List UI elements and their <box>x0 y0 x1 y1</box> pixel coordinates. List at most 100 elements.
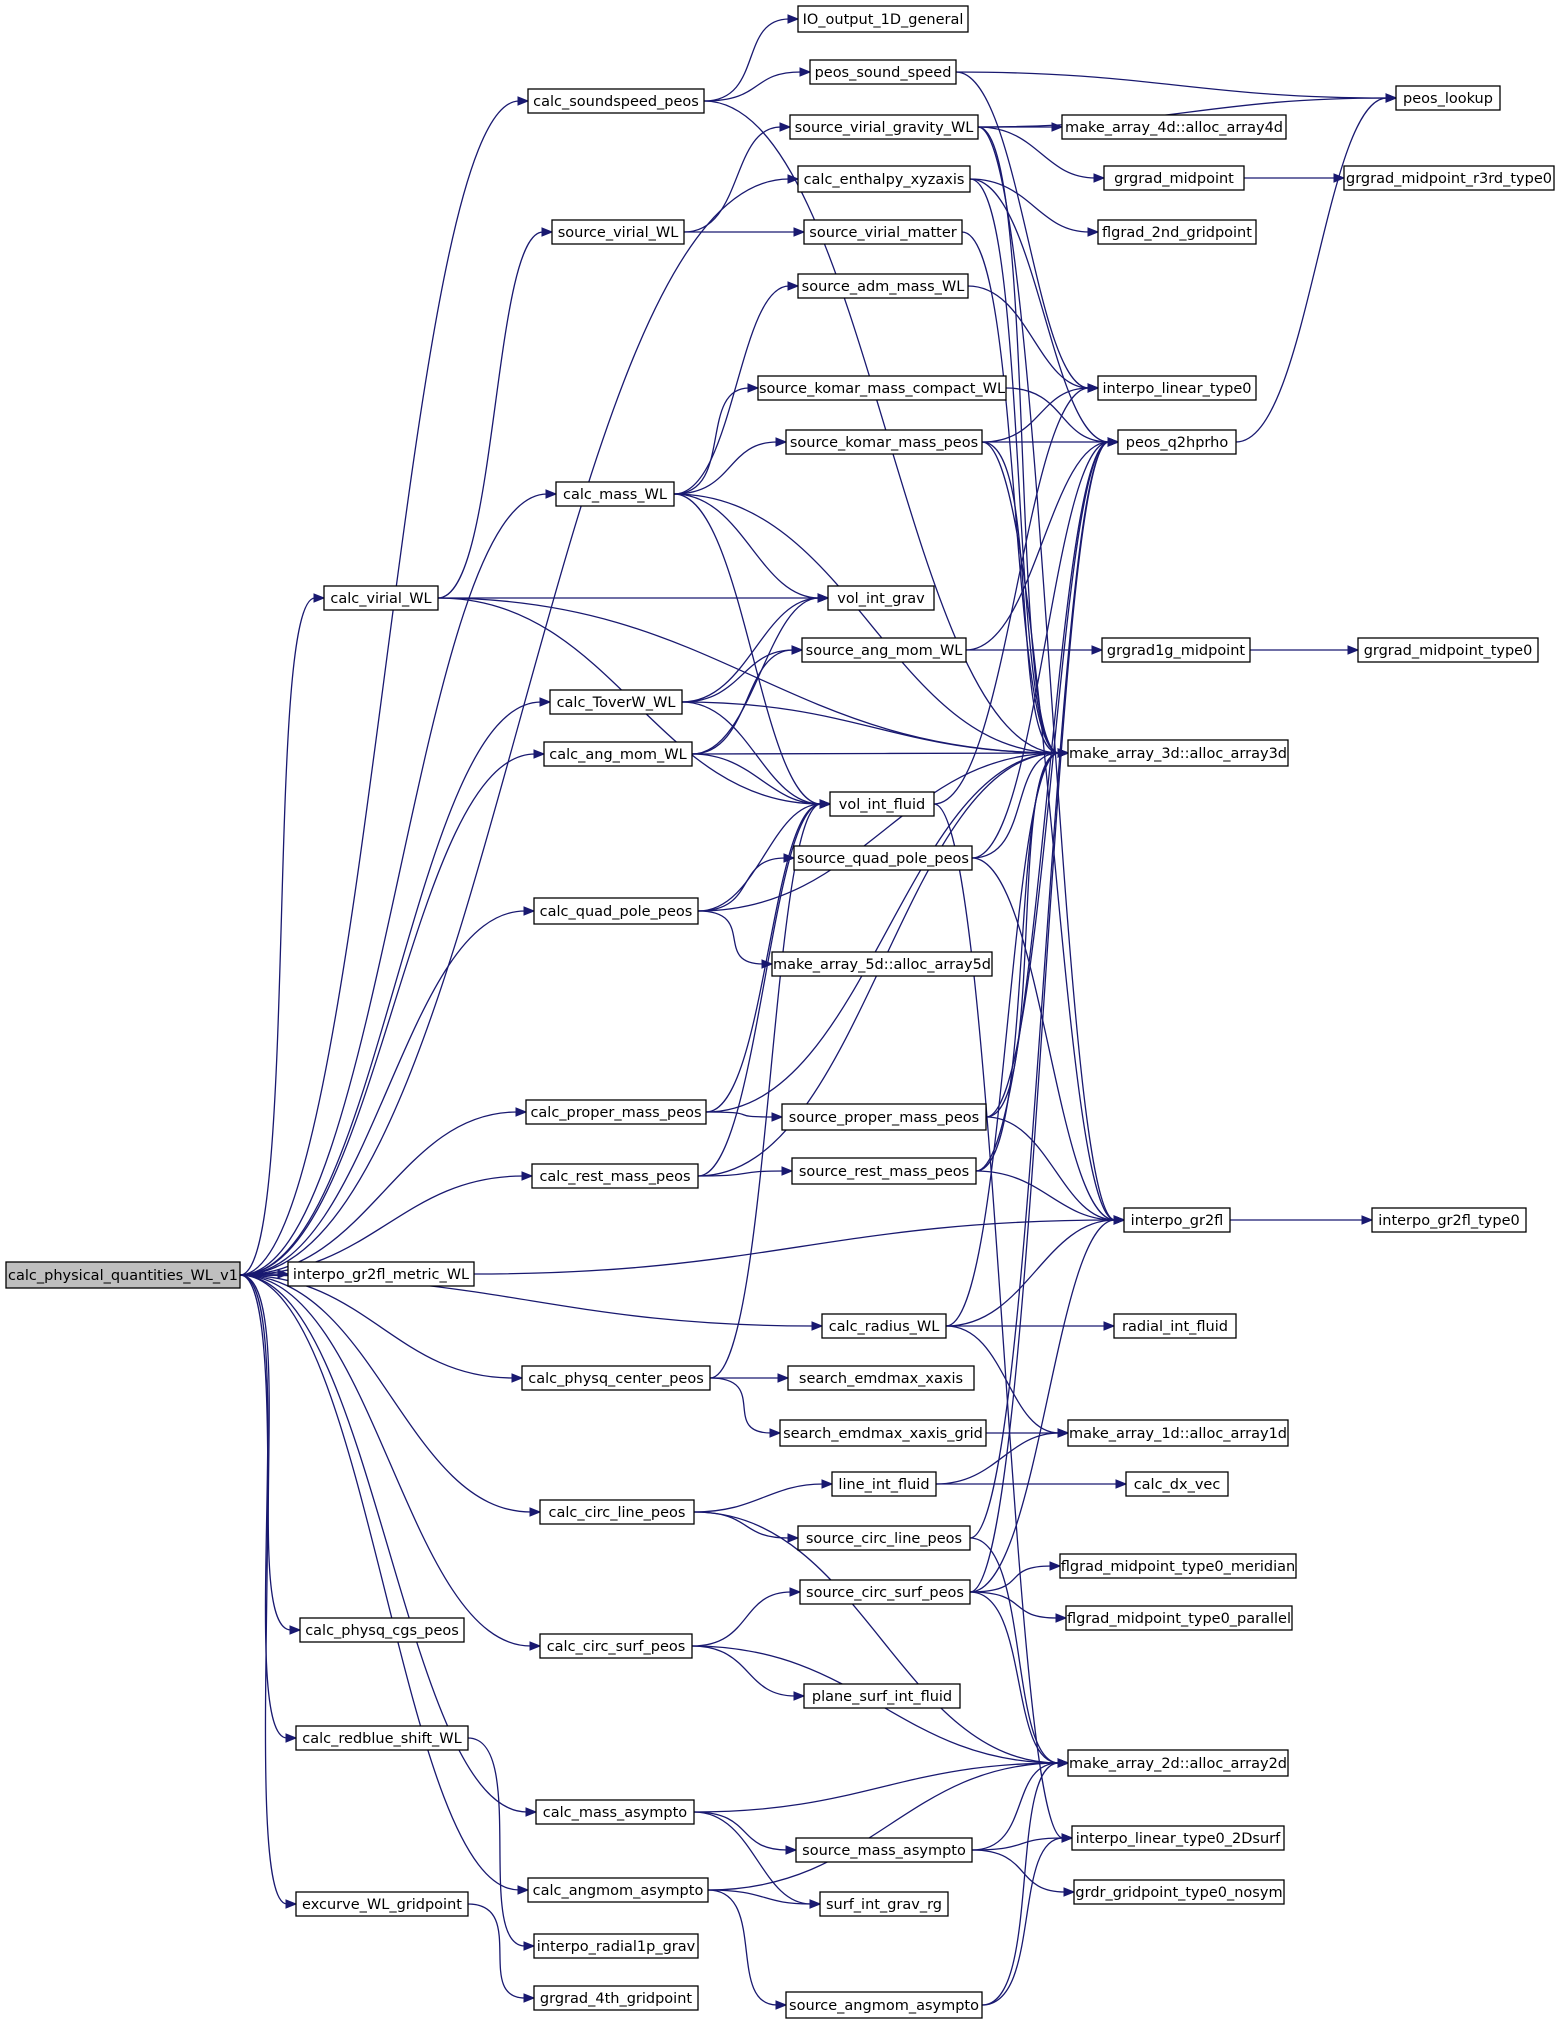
graph-node-source-circ-line-peos[interactable]: source_circ_line_peos <box>797 1525 971 1551</box>
graph-node-make-array-2d[interactable]: make_array_2d::alloc_array2d <box>1067 1749 1289 1777</box>
graph-node-calc-radius-wl[interactable]: calc_radius_WL <box>821 1313 947 1339</box>
graph-node-vol-int-fluid[interactable]: vol_int_fluid <box>829 791 935 817</box>
node-label: flgrad_2nd_gridpoint <box>1102 225 1252 241</box>
graph-node-excurve-wl-gridpoint[interactable]: excurve_WL_gridpoint <box>295 1891 469 1917</box>
graph-node-search-emdmax-xaxis[interactable]: search_emdmax_xaxis <box>787 1365 975 1391</box>
graph-node-calc-enthalpy-xyzaxis[interactable]: calc_enthalpy_xyzaxis <box>797 165 971 193</box>
graph-node-interpo-gr2fl-type0[interactable]: interpo_gr2fl_type0 <box>1371 1207 1527 1233</box>
graph-node-peos-q2hprho[interactable]: peos_q2hprho <box>1117 429 1237 455</box>
graph-node-grgrad-midpoint[interactable]: grgrad_midpoint <box>1103 165 1245 191</box>
graph-node-grgrad-midpoint-type0[interactable]: grgrad_midpoint_type0 <box>1357 637 1539 663</box>
edge-interpo-gr2fl-to-interpo-gr2fl-type0 <box>1230 1215 1374 1225</box>
graph-node-calc-soundspeed-peos[interactable]: calc_soundspeed_peos <box>527 88 705 114</box>
arrowhead <box>1107 437 1120 447</box>
edge-calc-mass-wl-to-vol-int-grav <box>673 493 830 603</box>
graph-node-peos-sound-speed[interactable]: peos_sound_speed <box>809 59 957 85</box>
node-label: source_mass_asympto <box>802 1843 966 1859</box>
graph-node-grgrad-4th-gridpoint[interactable]: grgrad_4th_gridpoint <box>533 1985 699 2011</box>
arrowhead <box>781 1166 794 1176</box>
arrowhead <box>523 1993 536 2003</box>
graph-node-io-output-1d-general[interactable]: IO_output_1D_general <box>797 5 969 33</box>
graph-node-plane-surf-int-fluid[interactable]: plane_surf_int_fluid <box>803 1683 961 1709</box>
edge-line <box>681 701 1060 754</box>
graph-node-interpo-radial1p-grav[interactable]: interpo_radial1p_grav <box>533 1933 699 1959</box>
graph-node-calc-circ-surf-peos[interactable]: calc_circ_surf_peos <box>539 1633 693 1659</box>
edge-line <box>969 178 1110 443</box>
edge-calc-angmom-asympto-to-source-angmom-asympto <box>707 1889 788 2010</box>
graph-node-calc-physq-center-peos[interactable]: calc_physq_center_peos <box>521 1365 711 1391</box>
graph-node-calc-toverw-wl[interactable]: calc_ToverW_WL <box>549 689 683 715</box>
graph-node-interpo-linear-type0-2dsurf[interactable]: interpo_linear_type0_2Dsurf <box>1071 1825 1285 1851</box>
arrowhead <box>289 1625 302 1635</box>
graph-node-source-quad-pole-peos[interactable]: source_quad_pole_peos <box>793 845 973 871</box>
graph-node-source-proper-mass-peos[interactable]: source_proper_mass_peos <box>781 1103 987 1131</box>
graph-node-calc-rest-mass-peos[interactable]: calc_rest_mass_peos <box>531 1163 699 1189</box>
node-label: flgrad_midpoint_type0_parallel <box>1067 1611 1291 1627</box>
graph-node-radial-int-fluid[interactable]: radial_int_fluid <box>1113 1313 1237 1339</box>
edge-calc-circ-line-peos-to-line-int-fluid <box>693 1479 834 1513</box>
graph-node-flgrad-midpoint-type0-meridian[interactable]: flgrad_midpoint_type0_meridian <box>1059 1553 1297 1579</box>
edge-line <box>969 1219 1116 1593</box>
graph-node-calc-redblue-shift-wl[interactable]: calc_redblue_shift_WL <box>295 1725 469 1751</box>
graph-node-peos-lookup[interactable]: peos_lookup <box>1395 85 1501 111</box>
graph-node-grgrad-midpoint-r3rd-type0[interactable]: grgrad_midpoint_r3rd_type0 <box>1343 165 1555 191</box>
edge-calc-rest-mass-peos-to-source-rest-mass-peos <box>697 1166 794 1177</box>
graph-node-interpo-gr2fl[interactable]: interpo_gr2fl <box>1123 1207 1231 1233</box>
graph-node-calc-proper-mass-peos[interactable]: calc_proper_mass_peos <box>525 1099 707 1125</box>
edge-calc-physical-quantities-wl-v1-to-calc-proper-mass-peos <box>239 1107 528 1276</box>
graph-node-flgrad-2nd-gridpoint[interactable]: flgrad_2nd_gridpoint <box>1097 219 1257 245</box>
graph-node-make-array-1d[interactable]: make_array_1d::alloc_array1d <box>1067 1419 1289 1447</box>
graph-node-flgrad-midpoint-type0-parallel[interactable]: flgrad_midpoint_type0_parallel <box>1065 1605 1293 1631</box>
graph-node-calc-quad-pole-peos[interactable]: calc_quad_pole_peos <box>533 897 699 925</box>
arrowhead <box>539 697 552 707</box>
graph-node-surf-int-grav-rg[interactable]: surf_int_grav_rg <box>819 1891 949 1917</box>
graph-node-interpo-gr2fl-metric-wl[interactable]: interpo_gr2fl_metric_WL <box>287 1261 475 1287</box>
graph-node-calc-physq-cgs-peos[interactable]: calc_physq_cgs_peos <box>299 1617 465 1643</box>
node-label: search_emdmax_xaxis_grid <box>783 1426 983 1442</box>
graph-node-calc-virial-wl[interactable]: calc_virial_WL <box>323 585 439 611</box>
edge-line <box>981 1762 1060 2006</box>
node-box <box>827 585 935 611</box>
graph-node-calc-circ-line-peos[interactable]: calc_circ_line_peos <box>539 1499 695 1525</box>
node-box <box>1097 375 1257 401</box>
graph-node-make-array-3d[interactable]: make_array_3d::alloc_array3d <box>1067 739 1289 767</box>
graph-node-make-array-5d[interactable]: make_array_5d::alloc_array5d <box>771 951 993 977</box>
graph-node-vol-int-grav[interactable]: vol_int_grav <box>827 585 935 611</box>
arrowhead <box>1385 93 1398 103</box>
edge-line <box>691 753 822 805</box>
node-label: source_circ_surf_peos <box>806 1585 964 1601</box>
graph-node-source-mass-asympto[interactable]: source_mass_asympto <box>795 1837 973 1863</box>
graph-node-source-komar-mass-compact-wl[interactable]: source_komar_mass_compact_WL <box>757 375 1007 401</box>
node-box <box>527 88 705 114</box>
graph-node-search-emdmax-xaxis-grid[interactable]: search_emdmax_xaxis_grid <box>779 1419 987 1447</box>
graph-node-source-virial-gravity-wl[interactable]: source_virial_gravity_WL <box>789 114 979 140</box>
graph-node-source-adm-mass-wl[interactable]: source_adm_mass_WL <box>797 273 969 299</box>
graph-node-calc-mass-asympto[interactable]: calc_mass_asympto <box>535 1799 695 1825</box>
node-box <box>1113 1313 1237 1339</box>
graph-node-line-int-fluid[interactable]: line_int_fluid <box>831 1471 937 1497</box>
node-label: interpo_gr2fl_type0 <box>1378 1213 1520 1229</box>
graph-node-interpo-linear-type0[interactable]: interpo_linear_type0 <box>1097 375 1257 401</box>
graph-node-calc-angmom-asympto[interactable]: calc_angmom_asympto <box>527 1877 709 1903</box>
node-box <box>287 1261 475 1287</box>
graph-node-source-angmom-asympto[interactable]: source_angmom_asympto <box>785 1991 983 2019</box>
node-box <box>1067 739 1289 767</box>
node-box <box>797 1525 971 1551</box>
graph-node-calc-physical-quantities-wl-v1[interactable]: calc_physical_quantities_WL_v1 <box>5 1261 241 1289</box>
graph-node-calc-ang-mom-wl[interactable]: calc_ang_mom_WL <box>543 741 693 767</box>
graph-node-calc-dx-vec[interactable]: calc_dx_vec <box>1125 1471 1229 1497</box>
graph-node-source-virial-matter[interactable]: source_virial_matter <box>803 219 963 245</box>
edge-line <box>977 97 1388 128</box>
graph-node-grgrad1g-midpoint[interactable]: grgrad1g_midpoint <box>1101 637 1251 663</box>
arrowhead <box>789 1587 802 1597</box>
graph-node-source-komar-mass-peos[interactable]: source_komar_mass_peos <box>785 429 983 455</box>
graph-node-grdr-gridpoint-type0-nosym[interactable]: grdr_gridpoint_type0_nosym <box>1073 1879 1285 1905</box>
graph-node-calc-mass-wl[interactable]: calc_mass_WL <box>555 481 675 507</box>
graph-node-source-virial-wl[interactable]: source_virial_WL <box>551 219 685 245</box>
edge-line <box>707 1889 812 1905</box>
graph-node-source-ang-mom-wl[interactable]: source_ang_mom_WL <box>801 637 967 663</box>
node-box <box>527 1877 709 1903</box>
graph-node-make-array-4d[interactable]: make_array_4d::alloc_array4d <box>1061 114 1287 140</box>
graph-node-source-rest-mass-peos[interactable]: source_rest_mass_peos <box>791 1157 977 1185</box>
graph-node-source-circ-surf-peos[interactable]: source_circ_surf_peos <box>799 1579 971 1605</box>
